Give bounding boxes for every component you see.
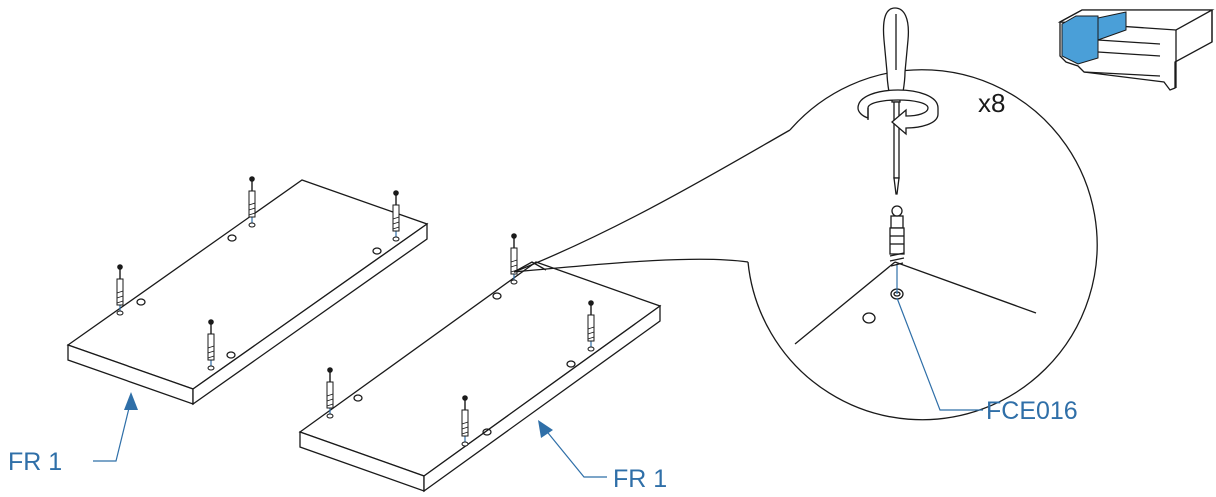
cam-bolt-icon	[326, 367, 334, 419]
cam-bolt-icon	[248, 176, 256, 228]
cam-bolt-icon	[207, 319, 215, 371]
cam-bolt-icon	[587, 300, 595, 352]
label-fce016: FCE016	[986, 397, 1078, 425]
cam-bolt-icon	[392, 190, 400, 242]
cam-bolt-icon	[116, 264, 124, 316]
cam-bolt-group	[116, 176, 595, 447]
cam-bolt-icon	[510, 233, 518, 285]
furniture-thumbnail-icon	[1057, 9, 1215, 91]
magnifier-callout	[513, 69, 1098, 421]
label-fr1-left: FR 1	[8, 448, 62, 476]
label-fr1-right: FR 1	[613, 465, 667, 493]
cam-bolt-icon	[889, 205, 905, 294]
panel-left	[66, 179, 429, 406]
panel-right	[298, 261, 662, 493]
rotation-arrow-icon	[857, 89, 939, 136]
cam-bolt-icon	[461, 395, 469, 447]
label-leaders	[93, 297, 983, 478]
quantity-label: x8	[978, 88, 1005, 118]
